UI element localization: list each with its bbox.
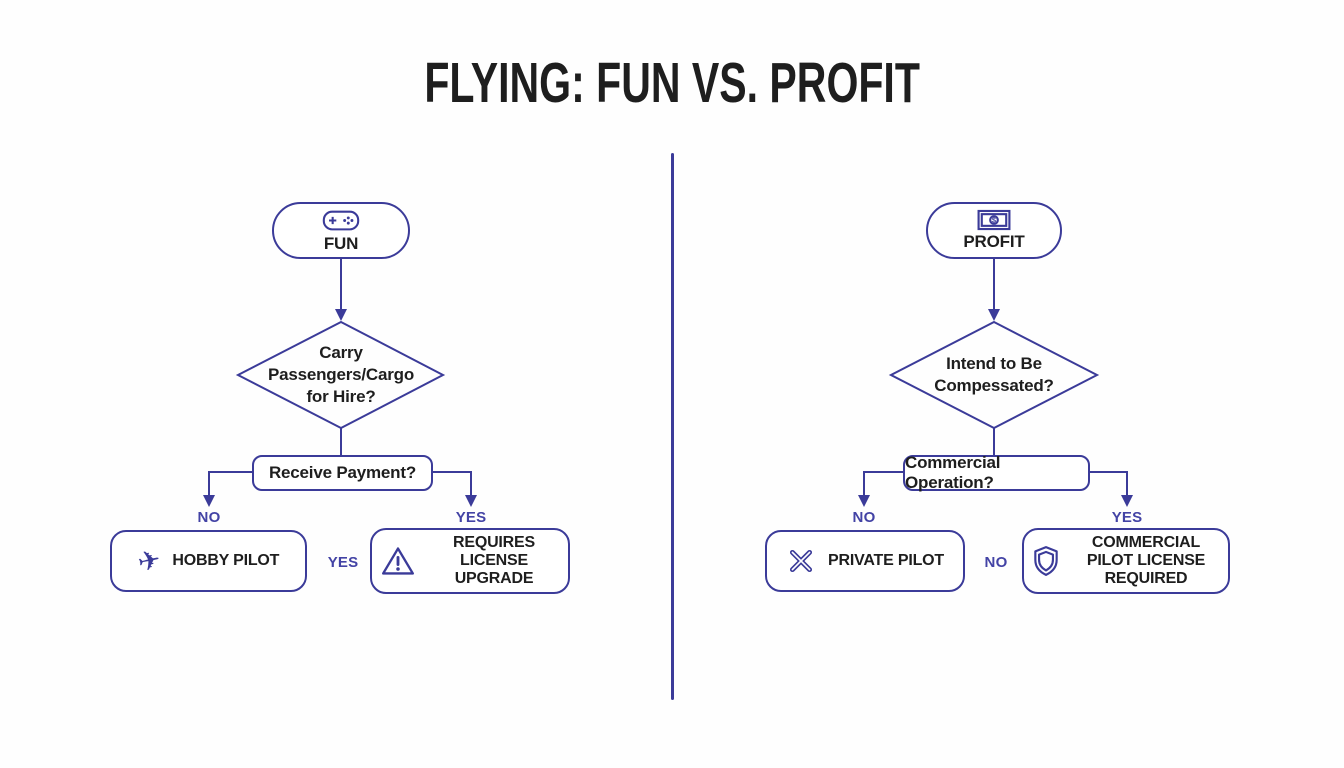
right-outcome-yes-label: COMMERCIAL PILOT LICENSE REQUIRED — [1086, 534, 1206, 587]
gamepad-icon — [322, 208, 360, 233]
right-outcome-yes-node: COMMERCIAL PILOT LICENSE REQUIRED — [1022, 528, 1230, 594]
propeller-icon — [786, 546, 816, 576]
right-decision-line-2: Compessated? — [934, 376, 1054, 395]
left-start-node: FUN — [272, 202, 410, 259]
right-no-branch-line — [863, 471, 903, 499]
left-start-label: FUN — [323, 233, 359, 253]
left-decision-line-3: for Hire? — [306, 387, 376, 406]
right-start-arrowhead — [988, 309, 1000, 321]
left-no-label: NO — [197, 509, 221, 526]
right-yes-label: YES — [1111, 509, 1143, 526]
left-question-label: Receive Payment? — [268, 463, 417, 482]
right-decision-text: Intend to Be Compessated? — [891, 322, 1097, 428]
left-yes-branch-line — [433, 471, 472, 499]
left-outcome-no-node: ✈ HOBBY PILOT — [110, 530, 307, 592]
vertical-divider — [671, 153, 674, 700]
right-outcome-no-node: PRIVATE PILOT — [765, 530, 965, 592]
right-no-label: NO — [852, 509, 876, 526]
right-start-node: $ PROFIT — [926, 202, 1062, 259]
left-outcome-yes-node: REQUIRES LICENSE UPGRADE — [370, 528, 570, 594]
left-outcome-yes-label: REQUIRES LICENSE UPGRADE — [453, 534, 535, 587]
left-yes-arrowhead — [465, 495, 477, 507]
right-question-node: Commercial Operation? — [903, 453, 1090, 492]
right-no-arrowhead — [858, 495, 870, 507]
left-decision-line-1: Carry — [319, 343, 363, 362]
svg-text:$: $ — [992, 216, 997, 225]
page-title-text: FLYING: FUN VS. PROFIT — [424, 51, 920, 115]
airplane-icon: ✈ — [134, 543, 164, 579]
warning-icon — [380, 545, 416, 577]
left-start-arrowhead — [335, 309, 347, 321]
right-outcome-no-label: PRIVATE PILOT — [828, 552, 944, 569]
left-yes-label: YES — [455, 509, 487, 526]
right-yes-branch-line — [1090, 471, 1128, 499]
left-decision-line-2: Passengers/Cargo — [267, 365, 415, 384]
left-flow-connectors — [203, 258, 477, 507]
left-decision-text: Carry Passengers/Cargo for Hire? — [238, 322, 444, 428]
left-outcome-no-label: HOBBY PILOT — [172, 552, 280, 569]
right-yes-arrowhead — [1121, 495, 1133, 507]
right-middle-label: NO — [984, 554, 1008, 571]
banknote-icon: $ — [977, 209, 1011, 231]
left-no-arrowhead — [203, 495, 215, 507]
right-flow-connectors — [858, 258, 1133, 507]
right-start-label: PROFIT — [963, 232, 1025, 251]
right-question-label: Commercial Operation? — [905, 453, 1001, 492]
right-decision-line-1: Intend to Be — [946, 354, 1042, 373]
page-title: FLYING: FUN VS. PROFIT — [0, 52, 1344, 114]
left-question-node: Receive Payment? — [252, 455, 433, 491]
left-no-branch-line — [208, 471, 252, 499]
left-middle-label: YES — [327, 554, 359, 571]
shield-icon — [1032, 545, 1060, 577]
